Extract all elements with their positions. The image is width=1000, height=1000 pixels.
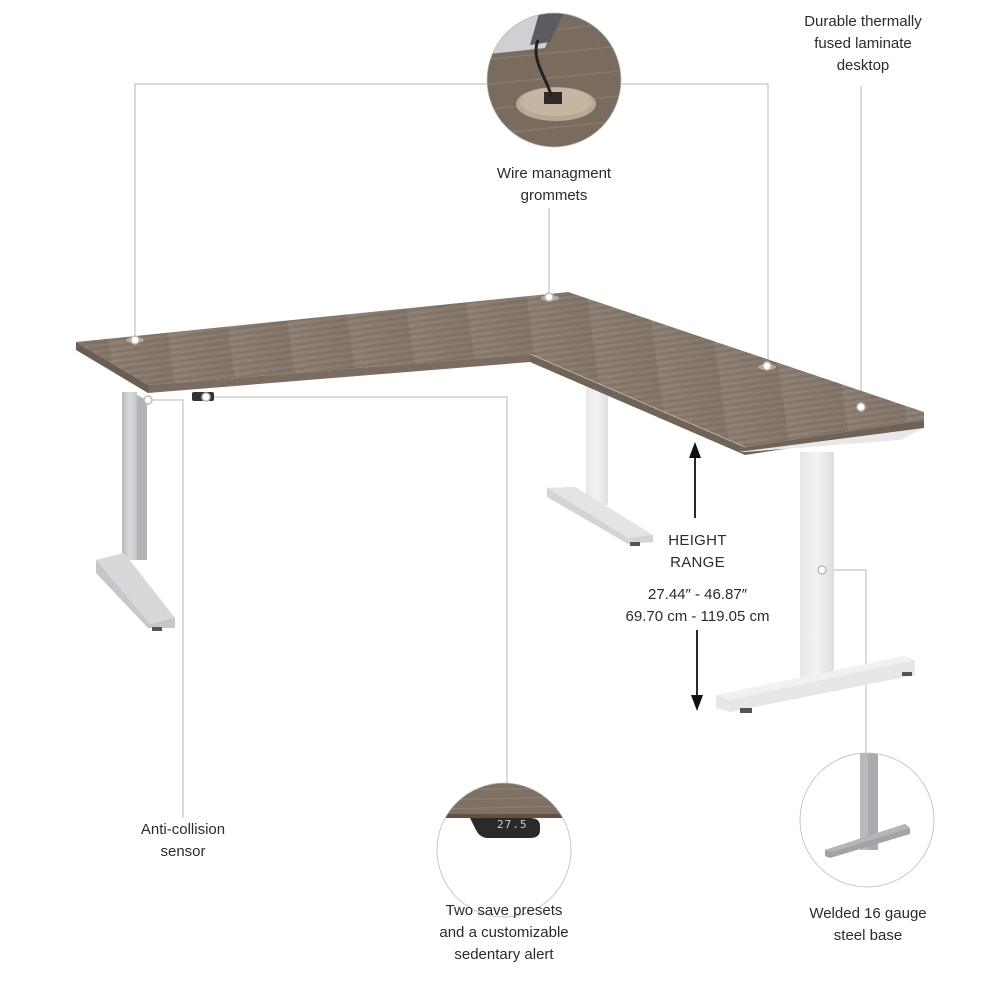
height-range-title-2: RANGE xyxy=(670,554,725,571)
right-leg xyxy=(716,452,915,713)
middle-leg xyxy=(547,385,653,546)
presets-label: Two save presets and a customizable sede… xyxy=(419,900,589,966)
grommets-label-line-2: grommets xyxy=(520,187,588,204)
height-arrows xyxy=(689,442,703,711)
steel-base-label: Welded 16 gauge steel base xyxy=(788,903,948,947)
grommet-closeup-inset xyxy=(487,13,621,147)
height-range-metric: 69.70 cm - 119.05 cm xyxy=(625,608,770,625)
grommets-label: Wire managment grommets xyxy=(474,163,634,207)
anti-collision-label: Anti-collision sensor xyxy=(113,819,253,863)
keypad-display: 27.5 xyxy=(497,818,528,831)
anti-collision-line-2: sensor xyxy=(160,843,206,860)
height-range-imperial: 27.44″ - 46.87″ xyxy=(647,586,748,603)
steel-base-line-1: Welded 16 gauge xyxy=(809,905,927,922)
laminate-label-line-3: desktop xyxy=(836,57,890,74)
base-closeup-inset xyxy=(825,753,910,858)
control-panel-inset xyxy=(437,783,571,917)
desk-top xyxy=(76,292,924,455)
laminate-label-line-1: Durable thermally xyxy=(804,13,922,30)
leader-dots xyxy=(130,292,866,575)
presets-line-1: Two save presets xyxy=(445,902,563,919)
grommets-label-line-1: Wire managment xyxy=(496,165,612,182)
steel-base-line-2: steel base xyxy=(833,927,903,944)
presets-line-2: and a customizable xyxy=(439,924,569,941)
laminate-label: Durable thermally fused laminate desktop xyxy=(783,11,943,77)
anti-collision-line-1: Anti-collision xyxy=(140,821,226,838)
laminate-label-line-2: fused laminate xyxy=(814,35,912,52)
left-leg xyxy=(96,392,175,631)
presets-line-3: sedentary alert xyxy=(454,946,554,963)
leader-lines xyxy=(134,83,867,818)
height-range-title-1: HEIGHT xyxy=(668,532,727,549)
height-range-label: HEIGHT RANGE 27.44″ - 46.87″ 69.70 cm - … xyxy=(615,530,780,628)
